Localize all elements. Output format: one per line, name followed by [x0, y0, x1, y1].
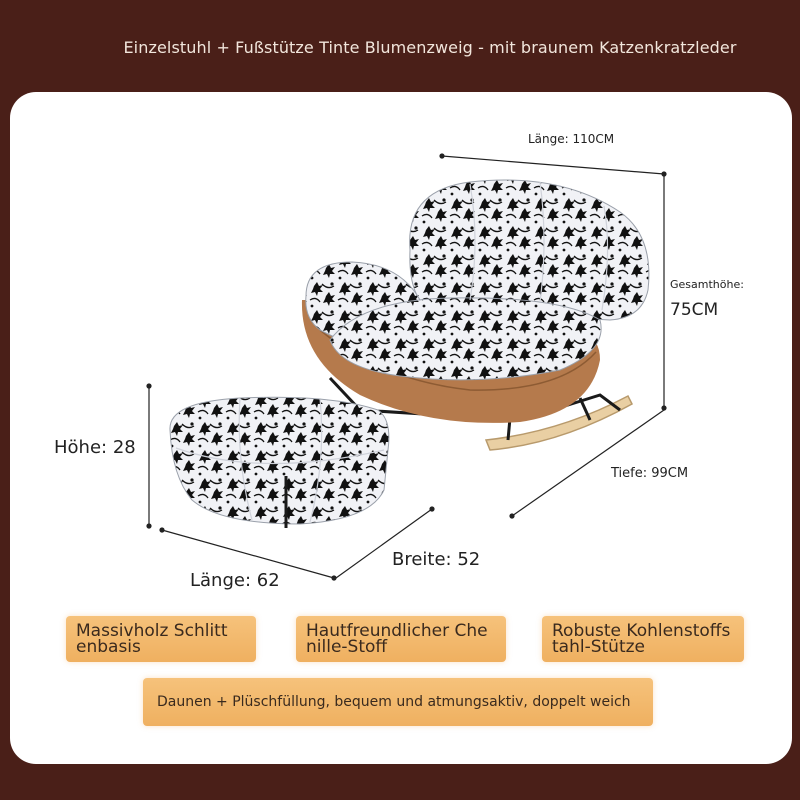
ottoman: [169, 396, 390, 528]
ottoman-width-label: Breite: 52: [392, 549, 481, 570]
feature-tag-chenille: Hautfreundlicher Che nille-Stoff: [296, 616, 506, 662]
depth-label: Tiefe: 99CM: [611, 466, 689, 481]
rocking-chair: [301, 179, 650, 451]
page-title: Einzelstuhl + Fußstütze Tinte Blumenzwei…: [123, 38, 737, 57]
dimension-lines: [146, 153, 667, 581]
filling-note: Daunen + Plüschfüllung, bequem und atmun…: [143, 678, 653, 726]
chair-length-label: Länge: 110CM: [528, 132, 615, 146]
total-height-value: 75CM: [670, 300, 719, 320]
ottoman-length-label: Länge: 62: [190, 570, 280, 591]
ottoman-height-label: Höhe: 28: [54, 437, 136, 458]
feature-tag-wood-base: Massivholz Schlitt enbasis: [66, 616, 256, 662]
total-height-label: Gesamthöhe:: [670, 278, 744, 291]
feature-tag-steel-support: Robuste Kohlenstoffs tahl-Stütze: [542, 616, 744, 662]
